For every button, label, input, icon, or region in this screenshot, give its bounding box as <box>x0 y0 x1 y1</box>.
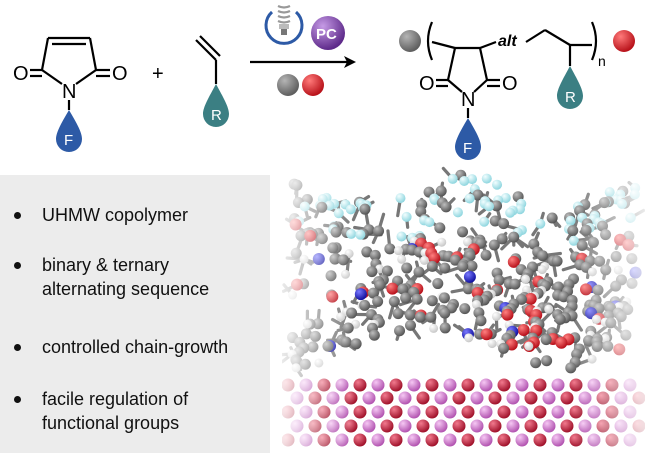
product-repeat-n: n <box>598 53 606 69</box>
bullet-icon <box>14 262 21 269</box>
product-alt-label: alt <box>498 33 517 50</box>
lamp-icon <box>264 4 304 45</box>
bullet-icon <box>14 212 21 219</box>
feature-line: functional groups <box>42 413 180 433</box>
photocatalyst-ball <box>311 16 345 50</box>
maleimide-oxygen-right: O <box>112 63 128 85</box>
maleimide-reactant <box>30 36 110 110</box>
product-end-grey-ball <box>399 30 421 52</box>
feature-line: binary & ternary <box>42 255 170 275</box>
feature-text: UHMW copolymer <box>42 203 267 227</box>
bullet-icon <box>14 396 21 403</box>
product-oxygen-right: O <box>502 73 518 95</box>
product-substituent-R-label: R <box>565 89 576 106</box>
end-group-red-ball <box>302 74 324 96</box>
maleimide-nitrogen: N <box>62 81 76 103</box>
product-end-red-ball <box>613 30 635 52</box>
substituent-R-drop <box>203 84 229 127</box>
maleimide-oxygen-left: O <box>13 63 29 85</box>
feature-line: alternating sequence <box>42 279 210 299</box>
reaction-arrow <box>250 56 356 68</box>
feature-line: controlled chain-growth <box>42 337 229 357</box>
end-group-grey-ball <box>277 74 299 96</box>
feature-line: facile regulation of <box>42 389 189 409</box>
feature-text: facile regulation of functional groups <box>42 387 267 435</box>
product-oxygen-left: O <box>419 73 435 95</box>
substituent-R-label: R <box>211 107 222 124</box>
substituent-F-label: F <box>64 132 73 149</box>
feature-text: controlled chain-growth <box>42 335 267 359</box>
bullet-icon <box>14 344 21 351</box>
features-panel: UHMW copolymer binary & ternary alternat… <box>0 175 270 453</box>
reaction-scheme: O O N F + R PC <box>13 4 635 160</box>
feature-line: UHMW copolymer <box>42 205 189 225</box>
feature-text: binary & ternary alternating sequence <box>42 253 267 301</box>
plus-sign: + <box>152 63 164 85</box>
photocatalyst-label: PC <box>316 26 337 43</box>
substituent-F-drop <box>56 110 82 152</box>
edge-fade-overlay <box>282 130 645 453</box>
product-substituent-R-drop <box>557 66 583 109</box>
product-nitrogen: N <box>461 89 475 111</box>
product-structure <box>426 21 598 118</box>
molecular-simulation-image <box>282 130 645 453</box>
vinyl-reactant <box>195 35 221 84</box>
